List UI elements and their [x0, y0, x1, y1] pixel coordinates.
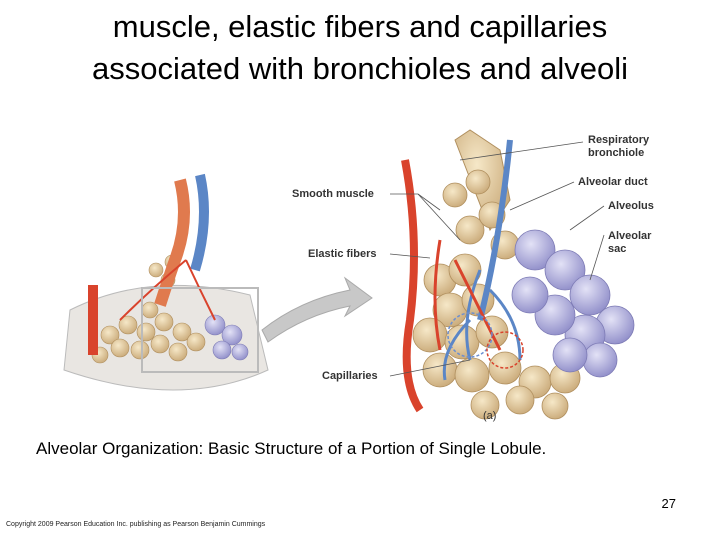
panel-letter: (a): [483, 410, 497, 422]
lobule-drawing: [63, 129, 635, 420]
label-alveolar-duct: Alveolar duct: [578, 176, 648, 188]
label-capillaries: Capillaries: [322, 370, 378, 382]
title-line-1: muscle, elastic fibers and capillaries: [112, 9, 608, 44]
label-smooth-muscle: Smooth muscle: [292, 188, 374, 200]
zoom-arrow: [261, 276, 373, 343]
enlarged-lobule: [401, 129, 635, 420]
leader-lines: [389, 141, 605, 377]
label-alveolus: Alveolus: [608, 200, 654, 212]
label-respiratory-bronchiole: Respiratory bronchiole: [588, 134, 650, 159]
page-number: 27: [661, 496, 676, 511]
lobule-illustration: Smooth muscle Elastic fibers Capillaries…: [0, 120, 720, 430]
label-alveolar-sac: Alveolar sac: [608, 230, 652, 255]
overview-lobule: [63, 173, 269, 391]
title-line-2: associated with bronchioles and alveoli: [92, 51, 628, 86]
figure-caption: Alveolar Organization: Basic Structure o…: [36, 439, 547, 458]
slide-title: muscle, elastic fibers and capillaries a…: [0, 6, 720, 90]
label-elastic-fibers: Elastic fibers: [308, 248, 377, 260]
copyright-notice: Copyright 2009 Pearson Education Inc. pu…: [6, 521, 266, 528]
